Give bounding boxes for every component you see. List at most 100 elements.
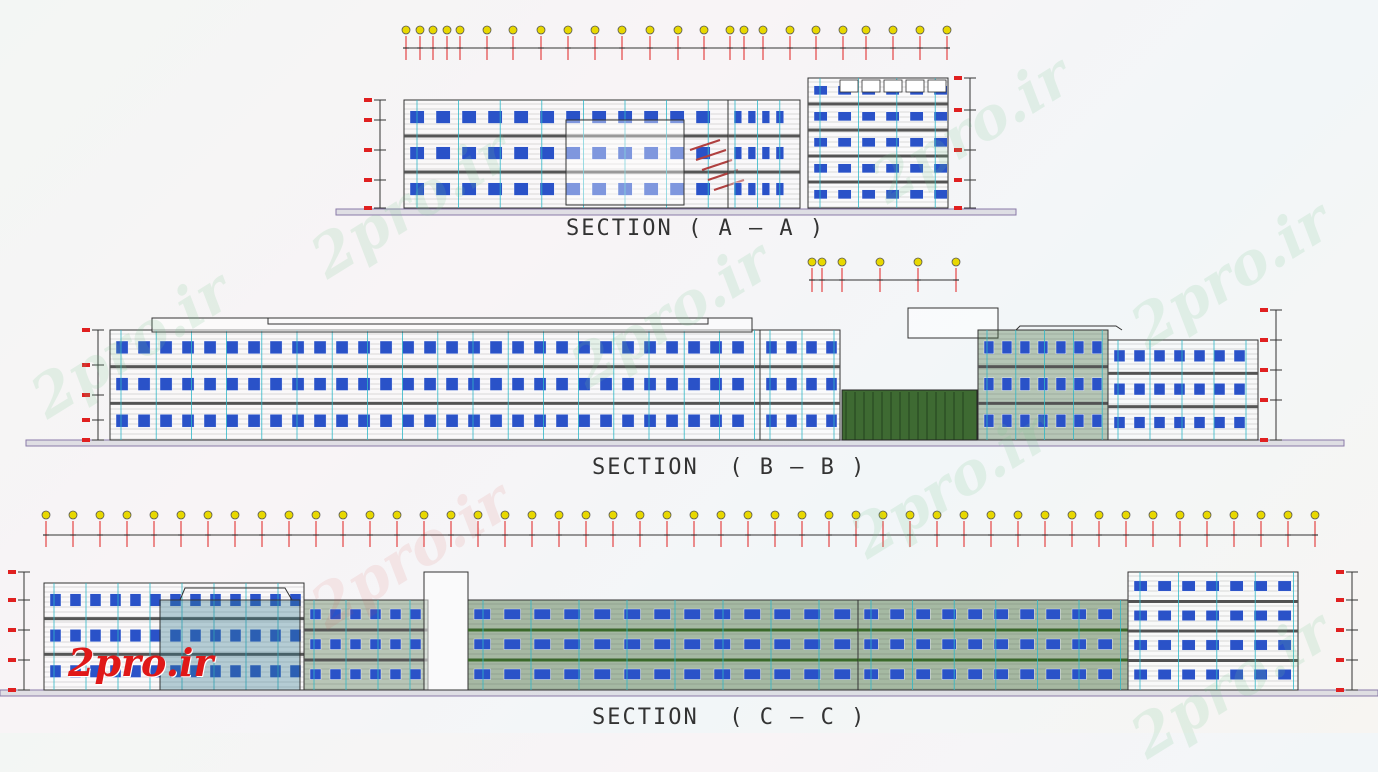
grid-axis-marker	[473, 510, 483, 520]
glazing-panel	[1153, 349, 1166, 362]
glazing-panel	[313, 414, 327, 428]
glazing-panel	[1091, 377, 1103, 391]
glazing-panel	[89, 593, 102, 607]
glazing-panel	[487, 182, 503, 196]
floor-slab	[110, 401, 760, 405]
grid-axis-marker	[428, 25, 438, 35]
grid-axis-marker	[419, 510, 429, 520]
grid-axis-marker	[743, 510, 753, 520]
stair-flight	[713, 179, 745, 191]
glazing-panel	[861, 111, 876, 122]
glazing-panel	[203, 377, 217, 391]
glazing-panel	[1277, 669, 1292, 680]
glazing-panel	[357, 340, 371, 355]
glazing-panel	[1213, 349, 1226, 362]
glazing-panel	[379, 340, 393, 355]
glazing-panel	[563, 608, 581, 620]
glazing-panel	[1181, 639, 1196, 651]
floor-slab	[808, 180, 948, 184]
glazing-panel	[445, 340, 459, 355]
glazing-panel	[599, 377, 613, 391]
grid-axis-marker	[811, 25, 821, 35]
glazing-panel	[687, 414, 701, 428]
section-a-drawing	[335, 25, 1017, 216]
glazing-panel	[329, 638, 342, 650]
glazing-panel	[653, 668, 671, 680]
level-label	[8, 570, 16, 574]
floor-slab	[728, 170, 800, 174]
glazing-panel	[137, 340, 151, 355]
grid-axis-marker	[1067, 510, 1077, 520]
grid-axis-marker	[527, 510, 537, 520]
glazing-panel	[933, 137, 948, 148]
glazing-panel	[1173, 416, 1186, 429]
grid-axis-marker	[176, 510, 186, 520]
atrium-glazing	[159, 599, 301, 691]
glazing-panel	[423, 377, 437, 391]
glazing-panel	[1229, 580, 1244, 592]
glazing-panel	[1205, 610, 1220, 621]
glazing-panel	[747, 110, 756, 124]
glazing-panel	[269, 629, 282, 643]
stair-flight	[701, 159, 733, 171]
glazing-panel	[329, 668, 342, 680]
glazing-panel	[993, 608, 1009, 620]
level-label	[1336, 570, 1344, 574]
glazing-panel	[1205, 639, 1220, 651]
glazing-panel	[401, 340, 415, 355]
glazing-panel	[733, 146, 742, 160]
glazing-panel	[709, 414, 723, 428]
glazing-panel	[1157, 639, 1172, 651]
grid-axis-marker	[482, 25, 492, 35]
ground-line	[0, 689, 1378, 697]
grid-axis-marker	[1094, 510, 1104, 520]
glazing-panel	[1193, 383, 1206, 396]
glazing-panel	[805, 340, 818, 355]
glazing-panel	[733, 182, 742, 196]
glazing-panel	[731, 377, 745, 391]
glazing-panel	[379, 377, 393, 391]
glazing-panel	[915, 638, 931, 650]
level-label	[82, 393, 90, 397]
glazing-panel	[743, 638, 761, 650]
glazing-panel	[761, 146, 770, 160]
glazing-panel	[69, 593, 82, 607]
grid-axis-marker	[785, 25, 795, 35]
glazing-panel	[825, 340, 838, 355]
ground-line	[25, 439, 1345, 447]
glazing-panel	[349, 668, 362, 680]
glazing-panel	[435, 146, 451, 160]
grid-axis-marker	[122, 510, 132, 520]
glazing-panel	[909, 163, 924, 174]
level-label	[1336, 658, 1344, 662]
glazing-panel	[69, 629, 82, 643]
grid-axis-marker	[951, 257, 961, 267]
glazing-panel	[291, 414, 305, 428]
glazing-panel	[357, 414, 371, 428]
glazing-panel	[885, 163, 900, 174]
glazing-panel	[1055, 414, 1067, 428]
grid-axis-marker	[1175, 510, 1185, 520]
glazing-panel	[591, 146, 607, 160]
level-label	[1260, 338, 1268, 342]
glazing-panel	[389, 668, 402, 680]
grid-axis-marker	[662, 510, 672, 520]
glazing-panel	[511, 377, 525, 391]
glazing-panel	[467, 377, 481, 391]
grid-axis-marker	[932, 510, 942, 520]
glazing-panel	[885, 189, 900, 200]
glazing-panel	[909, 137, 924, 148]
glazing-panel	[169, 629, 182, 643]
glazing-panel	[1133, 639, 1148, 651]
glazing-panel	[149, 593, 162, 607]
grid-axis-marker	[716, 510, 726, 520]
glazing-panel	[1193, 349, 1206, 362]
level-label	[82, 438, 90, 442]
glazing-panel	[349, 608, 362, 620]
glazing-panel	[747, 146, 756, 160]
grid-axis-marker	[824, 510, 834, 520]
grid-axis-marker	[554, 510, 564, 520]
glazing-panel	[401, 377, 415, 391]
glazing-panel	[803, 668, 821, 680]
level-label	[954, 148, 962, 152]
